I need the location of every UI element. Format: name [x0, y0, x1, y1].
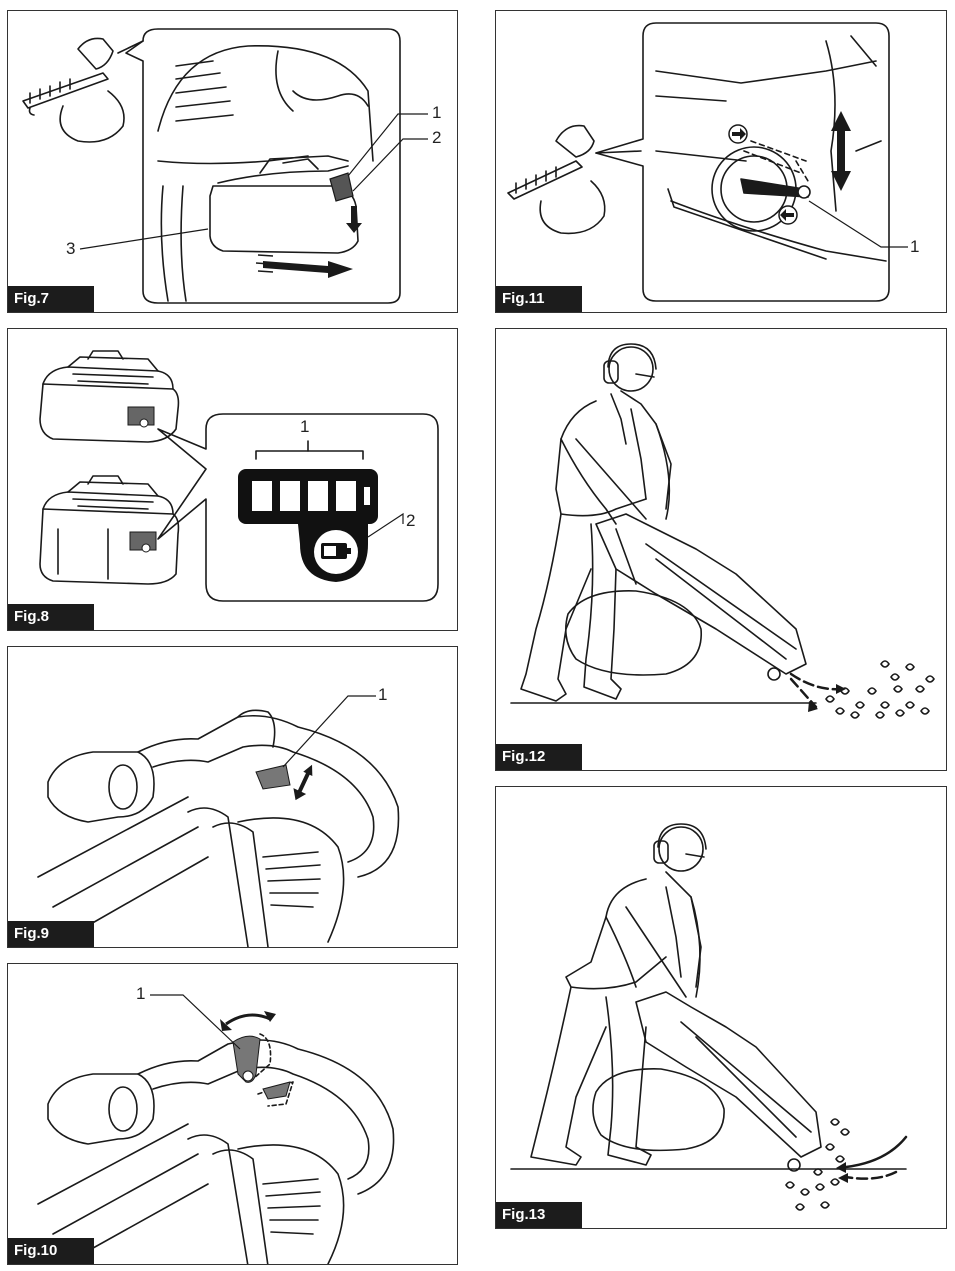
figure-11-panel: 1 Fig.11	[495, 10, 947, 313]
fig10-label: Fig.10	[8, 1238, 94, 1264]
figure-7-panel: 1 2 3 Fig.7	[7, 10, 458, 313]
fig12-label: Fig.12	[496, 744, 582, 770]
fig12-illustration	[510, 343, 935, 719]
fig7-illustration	[22, 28, 428, 304]
fig8-label: Fig.8	[8, 604, 94, 630]
fig9-illustration	[37, 695, 400, 947]
fig11-callout-1: 1	[910, 237, 920, 256]
fig10-illustration	[37, 994, 395, 1264]
fig11-illustration	[507, 22, 908, 302]
fig7-label: Fig.7	[8, 286, 94, 312]
fig8-callout-2: 2	[406, 511, 416, 530]
fig9-label: Fig.9	[8, 921, 94, 947]
fig11-label: Fig.11	[496, 286, 582, 312]
fig10-callout-1: 1	[136, 984, 146, 1003]
fig7-callout-2: 2	[432, 128, 442, 147]
figure-10-panel: 1 Fig.10	[7, 963, 458, 1265]
fig13-illustration	[510, 823, 908, 1211]
figure-12-panel: Fig.12	[495, 328, 947, 771]
figure-9-panel: 1 Fig.9	[7, 646, 458, 948]
fig7-callout-3: 3	[66, 239, 76, 258]
figure-13-panel: Fig.13	[495, 786, 947, 1229]
fig13-label: Fig.13	[496, 1202, 582, 1228]
fig7-callout-1: 1	[432, 103, 442, 122]
fig9-callout-1: 1	[378, 685, 388, 704]
figure-8-panel: 1 2 Fig.8	[7, 328, 458, 631]
fig8-illustration	[39, 350, 439, 602]
fig8-callout-1: 1	[300, 417, 310, 436]
